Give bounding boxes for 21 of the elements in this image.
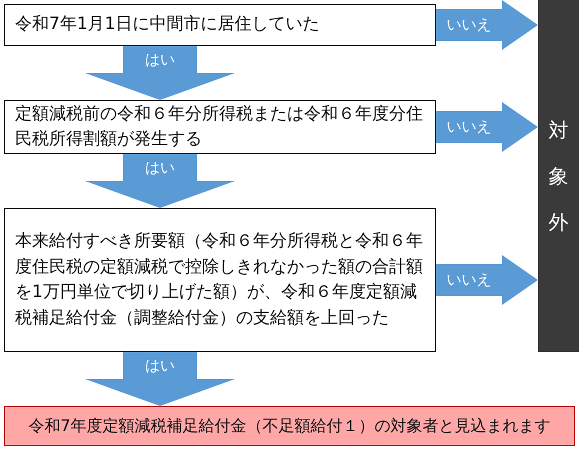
condition-text: 定額減税前の令和６年分所得税または令和６年度分住民税所得割額が発生する xyxy=(15,102,424,151)
excluded-label: 対象外 xyxy=(548,117,568,236)
block-arrow xyxy=(436,255,538,305)
block-arrow xyxy=(436,0,538,50)
condition-text: 令和7年1月1日に中間市に居住していた xyxy=(15,13,320,36)
condition-box xyxy=(4,4,436,46)
edge-label: はい xyxy=(145,160,175,175)
block-arrow xyxy=(85,46,235,100)
edge-label: はい xyxy=(145,52,175,67)
block-arrow xyxy=(85,154,235,208)
result-text: 令和7年度定額減税補足給付金（不足額給付１）の対象者と見込まれます xyxy=(28,414,551,437)
edge-label: いいえ xyxy=(446,18,492,32)
block-arrow xyxy=(436,102,538,152)
edge-label: いいえ xyxy=(446,120,492,134)
edge-label: いいえ xyxy=(446,272,492,288)
condition-box xyxy=(4,208,436,352)
excluded-bar xyxy=(538,0,579,352)
result-box xyxy=(4,406,575,446)
edge-label: はい xyxy=(145,358,175,373)
condition-text: 本来給付すべき所要額（令和６年分所得税と令和６年度住民税の定額減税で控除しきれなかった額の合計額を1万円単位で切り上げた額）が、令和６年度定額減税補足給付金（調整給付金）の支給額を上回った xyxy=(15,230,424,330)
block-arrow xyxy=(85,352,235,406)
